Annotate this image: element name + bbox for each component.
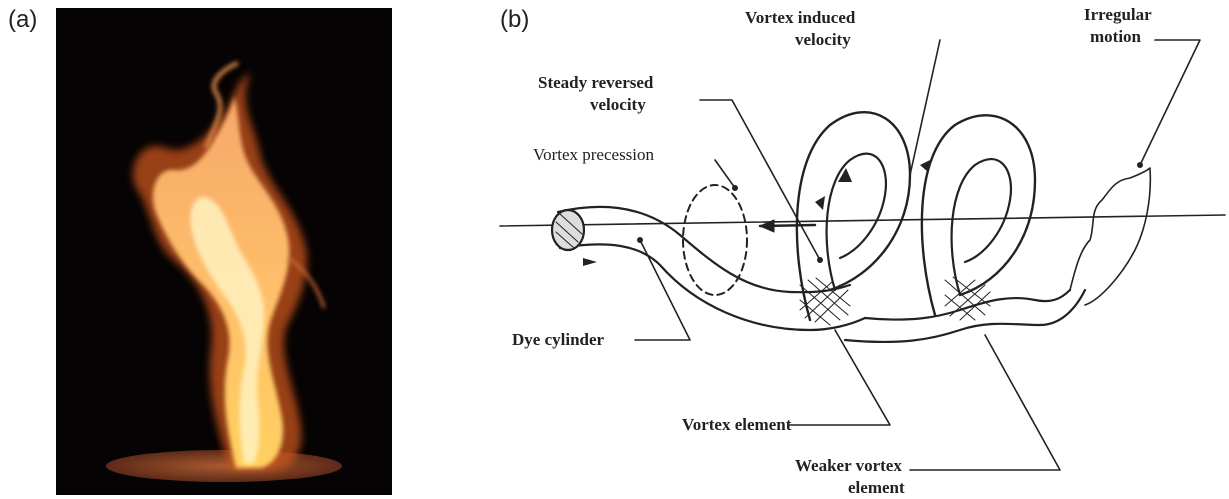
vortex-coil-one-inner — [827, 154, 886, 290]
leader-vortex-element — [790, 330, 890, 425]
label-weaker-line1: Weaker vortex — [795, 456, 902, 475]
label-steady-line1: Steady reversed — [538, 73, 654, 92]
swirl-arrowhead-four — [583, 258, 597, 266]
dye-tube-tail — [865, 290, 1070, 320]
leader-weaker — [910, 335, 1060, 470]
burner-pan — [106, 450, 342, 482]
leader-dye-cylinder — [635, 240, 690, 340]
swirl-arrowhead-two — [815, 196, 825, 210]
panel-a-label: (a) — [8, 6, 37, 34]
label-vortex-element: Vortex element — [682, 415, 792, 434]
label-weaker-line2: element — [848, 478, 905, 497]
dye-cylinder-end — [552, 210, 584, 250]
label-vortex-induced-line2: velocity — [795, 30, 851, 49]
label-irregular-line2: motion — [1090, 27, 1142, 46]
vortex-coil-two-inner — [952, 159, 1011, 295]
leader-irregular — [1140, 40, 1200, 165]
vortex-coil-two — [922, 115, 1035, 315]
fire-whirl-photo — [56, 8, 392, 495]
leader-dot-irregular — [1137, 162, 1143, 168]
dye-tube-body — [558, 207, 850, 292]
vortex-coil-one — [797, 112, 910, 320]
leader-dot-dye — [637, 237, 643, 243]
label-precession: Vortex precession — [533, 145, 655, 164]
label-dye-cylinder: Dye cylinder — [512, 330, 605, 349]
label-irregular-line1: Irregular — [1084, 5, 1152, 24]
flow-axis-line — [500, 215, 1225, 226]
irregular-motion-outline — [1070, 168, 1150, 305]
leader-dot-steady — [817, 257, 823, 263]
leader-precession — [715, 160, 735, 188]
vortex-breakdown-diagram: Vortex induced velocity Irregular motion… — [490, 0, 1229, 499]
label-vortex-induced-line1: Vortex induced — [745, 8, 856, 27]
label-steady-line2: velocity — [590, 95, 646, 114]
leader-dot-precession — [732, 185, 738, 191]
leader-vortex-induced — [910, 40, 940, 175]
